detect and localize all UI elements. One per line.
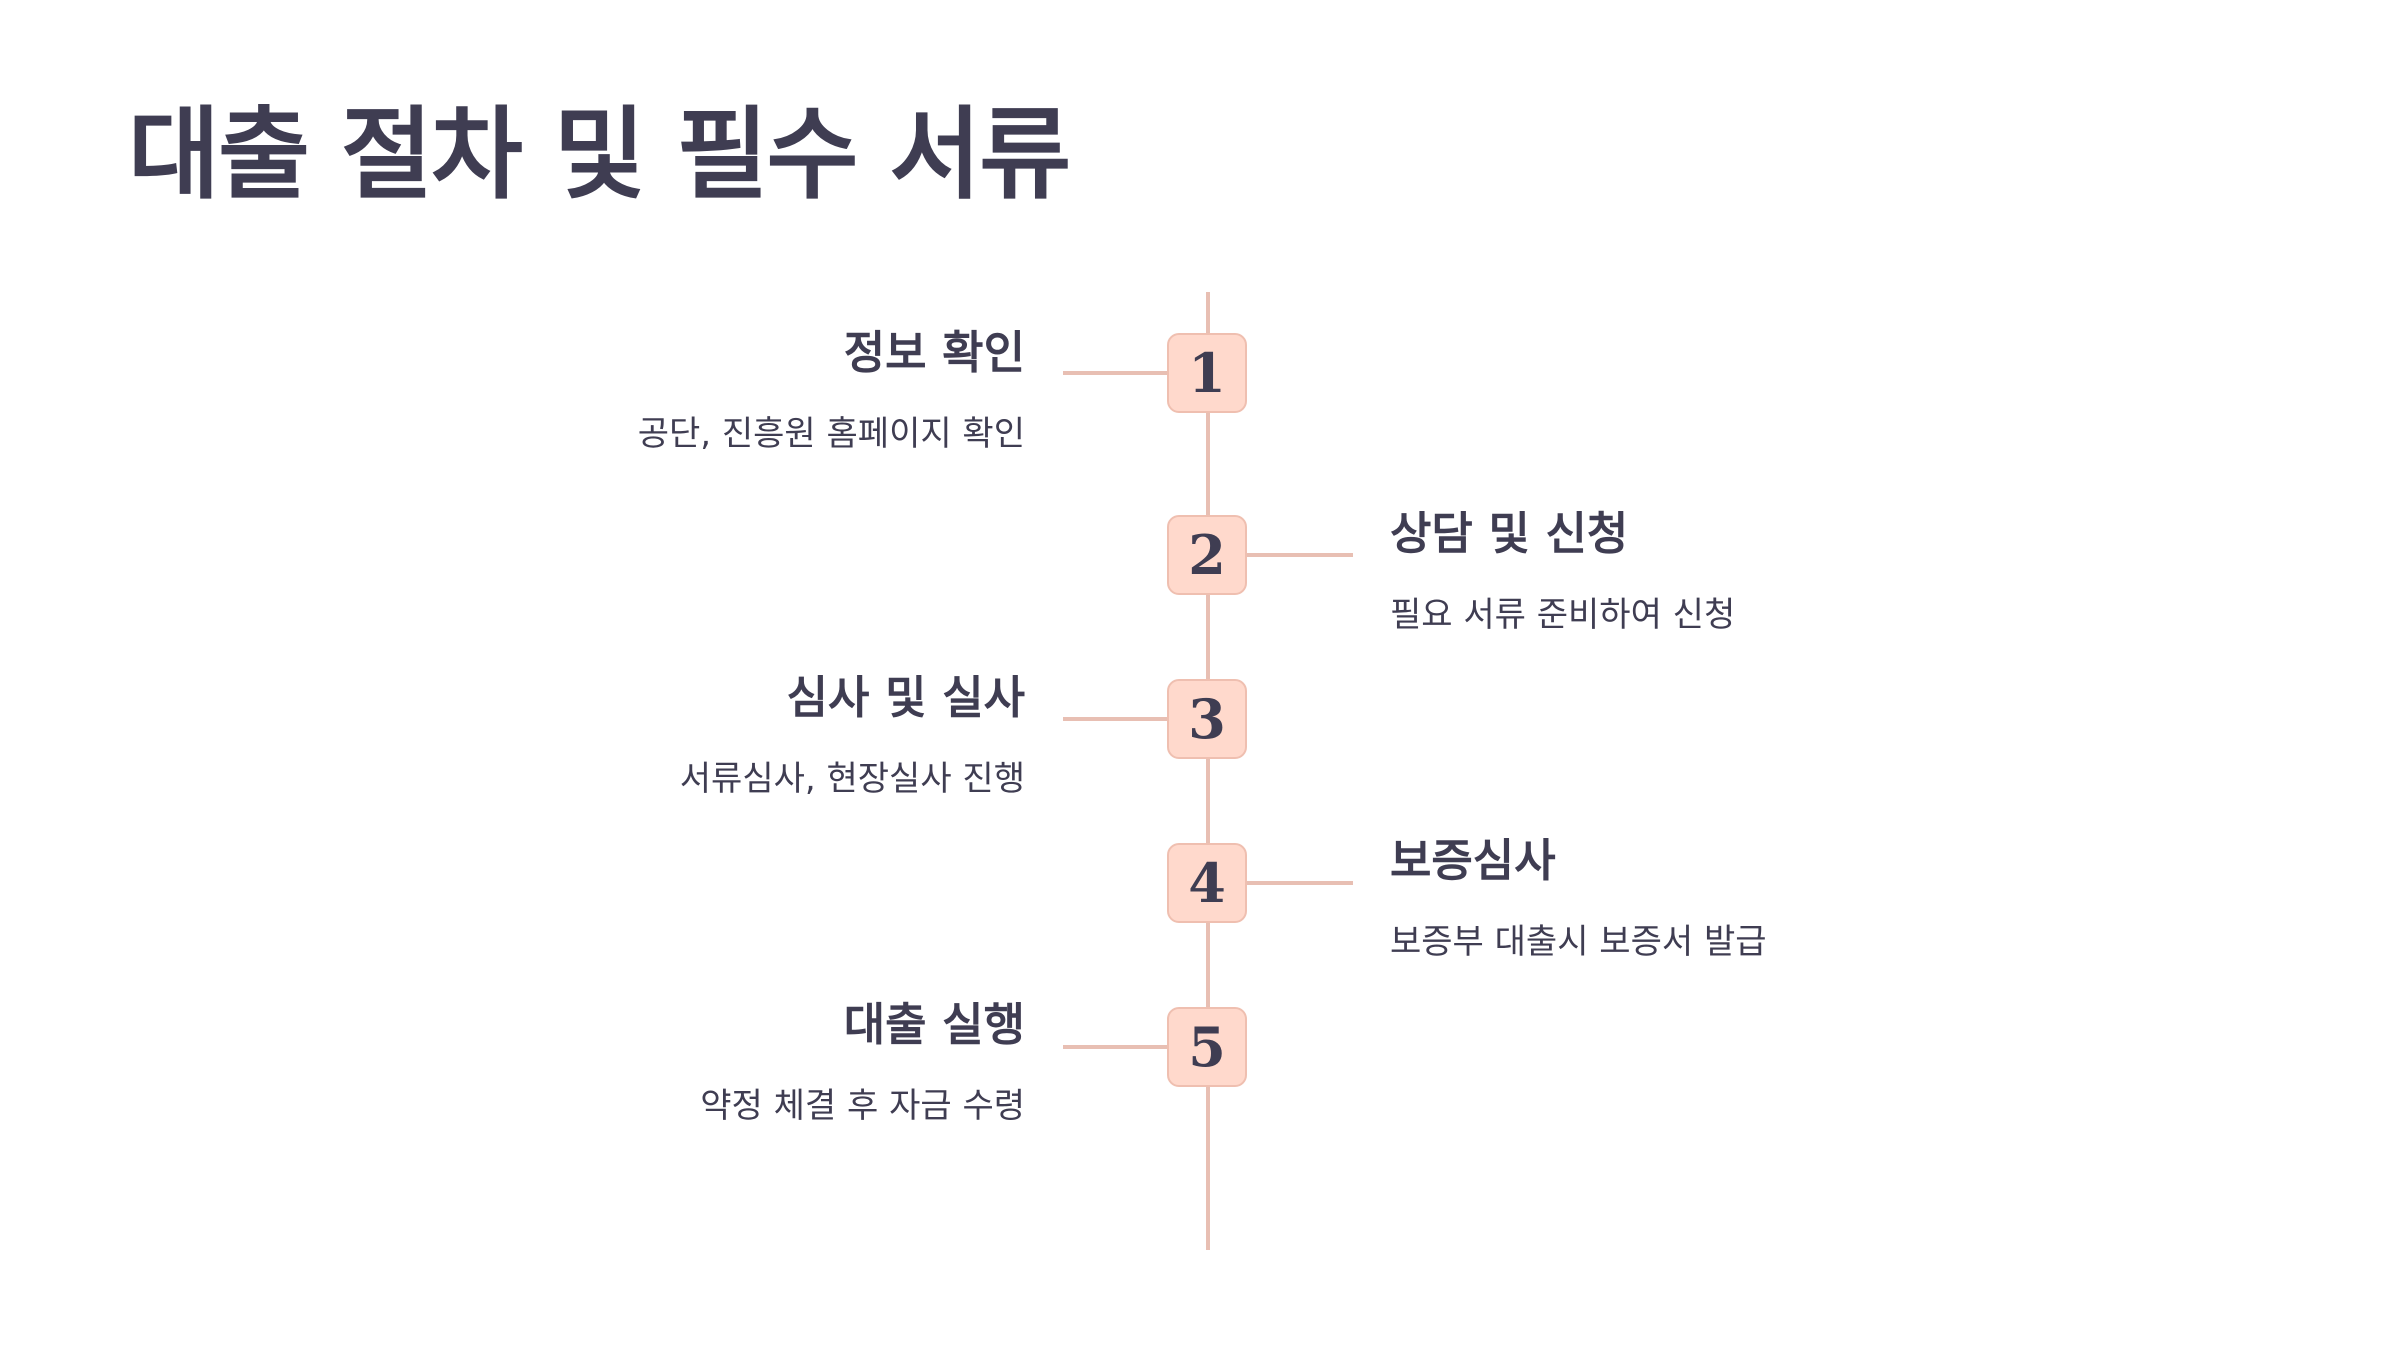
step-5-title: 대출 실행 [843, 998, 1025, 1051]
step-1-connector [1063, 371, 1193, 375]
step-5-description: 약정 체결 후 자금 수령 [700, 1086, 1025, 1126]
step-2-connector [1223, 553, 1353, 557]
step-3-marker: 3 [1167, 679, 1247, 759]
timeline-axis [1206, 292, 1210, 1250]
step-1-title: 정보 확인 [843, 326, 1025, 379]
step-3-connector [1063, 717, 1193, 721]
step-2-title: 상담 및 신청 [1390, 507, 1629, 560]
step-5-marker: 5 [1167, 1007, 1247, 1087]
page-title: 대출 절차 및 필수 서류 [128, 96, 1071, 213]
step-1-marker: 1 [1167, 333, 1247, 413]
step-4-connector [1223, 881, 1353, 885]
step-4-description: 보증부 대출시 보증서 발급 [1390, 922, 1767, 962]
step-2-description: 필요 서류 준비하여 신청 [1390, 595, 1736, 635]
step-5-connector [1063, 1045, 1193, 1049]
step-2-marker: 2 [1167, 515, 1247, 595]
step-4-marker: 4 [1167, 843, 1247, 923]
step-3-description: 서류심사, 현장실사 진행 [679, 759, 1025, 799]
step-3-title: 심사 및 실사 [786, 671, 1025, 724]
step-4-title: 보증심사 [1390, 834, 1556, 887]
step-1-description: 공단, 진흥원 홈페이지 확인 [637, 414, 1025, 454]
